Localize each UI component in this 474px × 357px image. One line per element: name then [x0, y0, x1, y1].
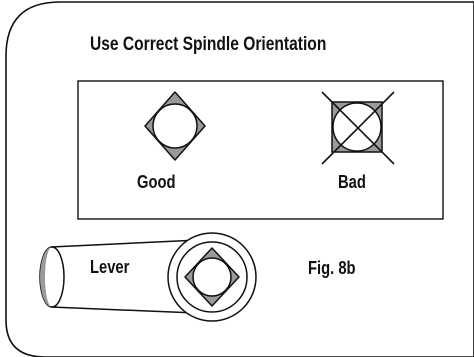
bad-spindle-icon	[321, 91, 395, 165]
comparison-box	[77, 80, 444, 220]
lever-end-shading	[40, 247, 52, 307]
lever-illustration	[39, 232, 257, 322]
bad-label: Bad	[338, 172, 366, 192]
bad-cross-line-2	[321, 91, 395, 165]
figure-label: Fig. 8b	[308, 258, 356, 278]
lever-hub-spindle	[192, 257, 232, 297]
good-spindle-circle	[152, 103, 198, 149]
lever-label: Lever	[90, 257, 130, 277]
good-spindle-icon	[144, 91, 206, 161]
diagram-title: Use Correct Spindle Orientation	[90, 34, 327, 55]
good-label: Good	[137, 172, 176, 192]
